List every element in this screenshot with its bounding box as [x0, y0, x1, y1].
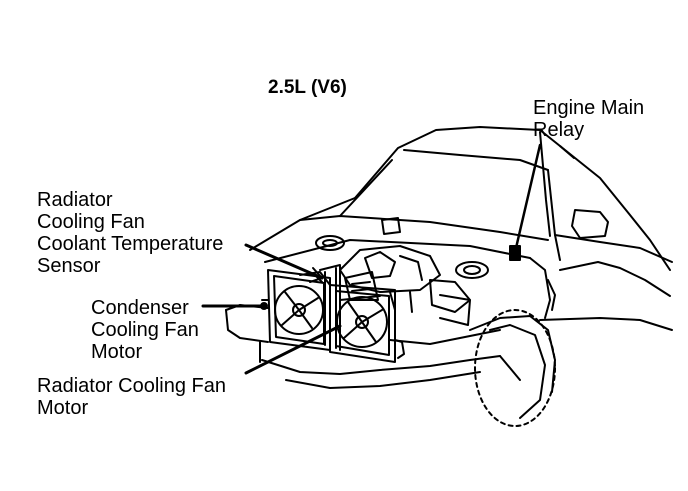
coolant-sensor-leader: [244, 243, 324, 280]
label-condenser-fan-motor: Condenser Cooling Fan Motor: [91, 297, 199, 363]
label-engine-main-relay: Engine Main Relay: [533, 97, 644, 141]
label-line: Relay: [533, 119, 585, 141]
label-line: Cooling Fan: [91, 319, 199, 341]
label-line: Radiator Cooling Fan: [37, 375, 226, 397]
label-line: Motor: [91, 341, 143, 363]
label-line: Engine Main: [533, 97, 645, 119]
label-line: Coolant Temperature: [37, 233, 224, 255]
radiator-motor-leader: [244, 324, 342, 375]
label-line: Cooling Fan: [37, 211, 145, 233]
label-line: Sensor: [37, 255, 101, 277]
car-body: [249, 126, 673, 427]
label-line: Condenser: [91, 297, 189, 319]
bumper: [225, 304, 521, 389]
engine-main-relay: [509, 245, 521, 261]
label-line: Motor: [37, 397, 89, 419]
diagram-title: 2.5L (V6): [268, 77, 347, 98]
engine-main-relay-leader: [514, 143, 542, 250]
label-radiator-fan-coolant-sensor: Radiator Cooling Fan Coolant Temperature…: [37, 189, 223, 277]
label-radiator-fan-motor: Radiator Cooling Fan Motor: [37, 375, 226, 419]
leader-lines: [201, 143, 542, 375]
condenser-cooling-fan: [260, 269, 331, 351]
label-line: Radiator: [37, 189, 113, 211]
